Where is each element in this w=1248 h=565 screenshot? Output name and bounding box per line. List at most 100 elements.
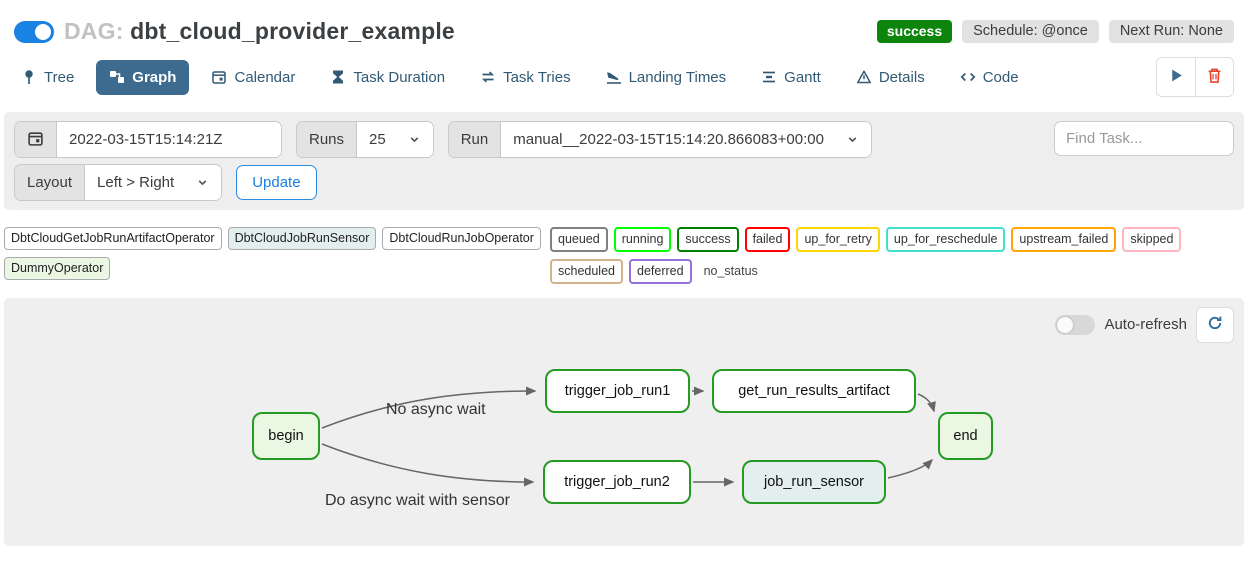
tab-label: Calendar	[234, 68, 296, 86]
operator-legend-pill: DbtCloudJobRunSensor	[227, 227, 377, 250]
refresh-icon	[1207, 315, 1223, 334]
status-legend-pill: up_for_retry	[796, 227, 880, 252]
base-date-input[interactable]	[57, 122, 281, 157]
status-legend-pill: upstream_failed	[1011, 227, 1117, 252]
dag-graph-panel: Auto-refresh begin trigger_job_run1 get_ru…	[4, 297, 1244, 546]
layout-select[interactable]: Left > Right	[85, 165, 222, 200]
chevron-down-icon	[196, 176, 209, 189]
repeat-icon	[480, 69, 496, 85]
task-node-trigger_job_run2[interactable]: trigger_job_run2	[543, 459, 691, 504]
task-node-job_run_sensor[interactable]: job_run_sensor	[742, 459, 886, 504]
tab-label: Tree	[44, 68, 75, 86]
status-legend-pill: up_for_reschedule	[885, 227, 1006, 252]
page-title: DAG: dbt_cloud_provider_example	[64, 18, 455, 45]
tab-label: Task Tries	[503, 68, 571, 86]
tab-tree[interactable]: Tree	[8, 60, 87, 95]
code-icon	[960, 69, 976, 85]
task-node-get_run_results_artifact[interactable]: get_run_results_artifact	[712, 368, 916, 413]
tree-icon	[21, 69, 37, 85]
chevron-down-icon	[846, 133, 859, 146]
refresh-button[interactable]	[1196, 306, 1234, 343]
task-node-trigger_job_run1[interactable]: trigger_job_run1	[545, 368, 690, 413]
operator-legend-pill: DummyOperator	[4, 256, 111, 280]
status-legend-pill: scheduled	[550, 258, 623, 284]
schedule-badge: Schedule: @once	[962, 20, 1099, 43]
delete-dag-button[interactable]	[1195, 58, 1233, 96]
edge-get_run_results_artifact-to-end	[917, 393, 936, 413]
auto-refresh-toggle[interactable]	[1055, 314, 1096, 335]
run-label: Run	[448, 122, 502, 157]
runs-count-select[interactable]: 25	[357, 122, 433, 157]
edge-label: No async wait	[386, 400, 486, 418]
auto-refresh-label: Auto-refresh	[1104, 316, 1187, 334]
calendar-picker-button[interactable]	[15, 122, 57, 157]
update-button[interactable]: Update	[236, 165, 317, 200]
tab-landing-times[interactable]: Landing Times	[593, 60, 740, 95]
tab-label: Code	[982, 68, 1019, 86]
tab-code[interactable]: Code	[947, 60, 1032, 95]
status-legend-pill: queued	[550, 227, 608, 252]
runs-label: Runs	[297, 122, 358, 157]
calendar-icon	[27, 130, 44, 150]
status-legend-pill: deferred	[629, 258, 692, 284]
dag-header: DAG: dbt_cloud_provider_example success …	[0, 0, 1248, 45]
tab-task-tries[interactable]: Task Tries	[467, 60, 584, 95]
layout-label: Layout	[15, 165, 86, 200]
tab-label: Task Duration	[353, 68, 446, 86]
dag-status-badge: success	[876, 20, 953, 43]
graph-icon	[109, 69, 125, 85]
status-legend-pill: success	[677, 227, 739, 252]
auto-refresh-controls: Auto-refresh	[1055, 306, 1234, 343]
tab-label: Details	[878, 68, 925, 86]
view-tabbar: Tree Graph Calendar Task Duration Task Tries…	[0, 45, 1248, 97]
edge-job_run_sensor-to-end	[887, 458, 934, 479]
edge-begin-to-trigger_job_run2	[321, 443, 535, 487]
filter-panel: Runs 25 Run manual__2022-03-15T15:14:20.…	[4, 112, 1244, 210]
dag-pause-toggle[interactable]	[14, 20, 54, 43]
play-icon	[1168, 67, 1185, 87]
trash-icon	[1206, 67, 1223, 87]
operator-legend-pill: DbtCloudRunJobOperator	[382, 227, 541, 250]
view-tabs: Tree Graph Calendar Task Duration Task Tries…	[8, 59, 1156, 95]
gantt-icon	[761, 69, 777, 85]
operator-legend-pill: DbtCloudGetJobRunArtifactOperator	[4, 227, 222, 250]
toggle-knob	[1057, 316, 1074, 333]
find-task-input[interactable]	[1054, 121, 1234, 156]
layout-select-value: Left > Right	[97, 174, 175, 191]
tab-calendar[interactable]: Calendar	[198, 60, 308, 95]
trigger-dag-button[interactable]	[1157, 58, 1195, 96]
task-node-begin[interactable]: begin	[252, 411, 320, 460]
run-select[interactable]: manual__2022-03-15T15:14:20.866083+00:00	[501, 122, 871, 157]
task-node-end[interactable]: end	[938, 411, 993, 460]
calendar-icon	[211, 69, 227, 85]
status-legend-pill: failed	[744, 227, 791, 252]
dag-prefix-label: DAG:	[64, 18, 124, 44]
tab-task-duration[interactable]: Task Duration	[317, 60, 458, 95]
tab-label: Landing Times	[628, 68, 727, 86]
tab-label: Graph	[132, 68, 177, 86]
landing-icon	[606, 69, 622, 85]
runs-group: Runs 25	[296, 121, 434, 158]
tab-graph[interactable]: Graph	[96, 59, 190, 95]
status-legend-pill: running	[613, 227, 672, 252]
tab-details[interactable]: Details	[843, 60, 938, 95]
no-status-label: no_status	[703, 264, 758, 279]
toggle-knob	[35, 23, 51, 40]
base-date-group	[14, 121, 282, 158]
runs-count-value: 25	[369, 131, 386, 148]
chevron-down-icon	[408, 133, 421, 146]
edge-label: Do async wait with sensor	[325, 491, 510, 509]
layout-group: Layout Left > Right	[14, 164, 223, 201]
hourglass-icon	[330, 69, 346, 85]
run-group: Run manual__2022-03-15T15:14:20.866083+0…	[447, 121, 872, 158]
tab-label: Gantt	[784, 68, 821, 86]
next-run-badge: Next Run: None	[1108, 20, 1234, 43]
run-select-value: manual__2022-03-15T15:14:20.866083+00:00	[513, 131, 824, 148]
tab-gantt[interactable]: Gantt	[748, 60, 834, 95]
dag-action-buttons	[1156, 57, 1234, 97]
dag-name: dbt_cloud_provider_example	[130, 18, 455, 44]
